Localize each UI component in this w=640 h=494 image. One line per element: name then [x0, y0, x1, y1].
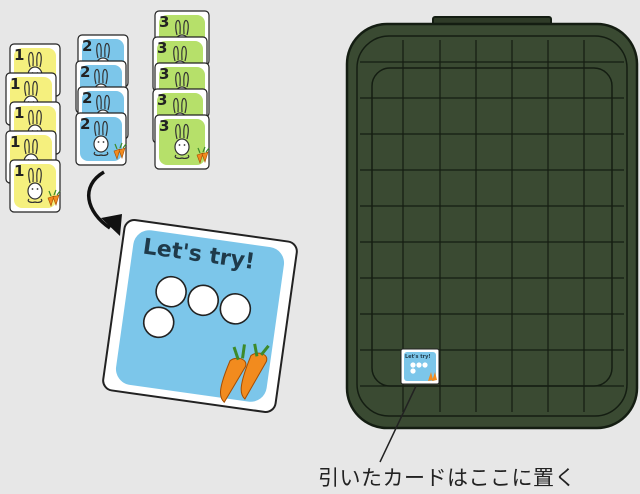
tray-rim-inner [356, 35, 628, 417]
pile-card-number: 2 [80, 115, 90, 133]
pile-card: 3 [154, 114, 210, 170]
tray-body [345, 22, 639, 430]
pile-card: 2 [75, 112, 127, 166]
pile-card-number: 3 [157, 39, 167, 57]
drawn-card-dot-2 [187, 284, 220, 317]
caption-pointer-line [379, 385, 417, 463]
drawn-card-dot-4 [142, 306, 175, 339]
pile-card-number: 2 [82, 37, 92, 55]
pile-card-number: 2 [82, 89, 92, 107]
pile-card-number: 3 [159, 65, 169, 83]
pile-card-number: 2 [80, 63, 90, 81]
pile-card-number: 3 [159, 13, 169, 31]
pile-3[interactable]: 3 3 3 3 3 [152, 10, 210, 170]
pile-card-number: 3 [157, 91, 167, 109]
placed-card[interactable]: Let's try! [400, 348, 440, 385]
draw-arrow-head [101, 214, 122, 236]
drawn-card-dot-1 [155, 275, 187, 308]
pile-card-number: 1 [10, 75, 20, 93]
pile-card-number: 1 [10, 133, 20, 151]
draw-arrow [87, 170, 111, 230]
placed-card-title: Let's try! [405, 354, 431, 360]
storage-tray: Let's try! [345, 16, 639, 430]
pile-card-number: 1 [14, 104, 24, 122]
pile-card-number: 1 [14, 46, 24, 64]
drawn-card[interactable]: Let's try! [102, 219, 298, 414]
carrot-icon [220, 343, 270, 403]
pile-2[interactable]: 2 2 2 2 [75, 34, 129, 166]
drawn-card-dot-3 [219, 293, 252, 325]
pile-1[interactable]: 1 1 1 1 1 [5, 43, 61, 213]
pile-card: 1 [9, 159, 61, 213]
card-piles: 1 1 1 1 1 2 2 2 2 3 3 3 3 3 [5, 10, 210, 213]
pile-card-number: 1 [14, 162, 24, 180]
placement-caption: 引いたカードはここに置く [318, 466, 576, 490]
tray-grid [360, 40, 624, 412]
pile-card-number: 3 [159, 117, 169, 135]
